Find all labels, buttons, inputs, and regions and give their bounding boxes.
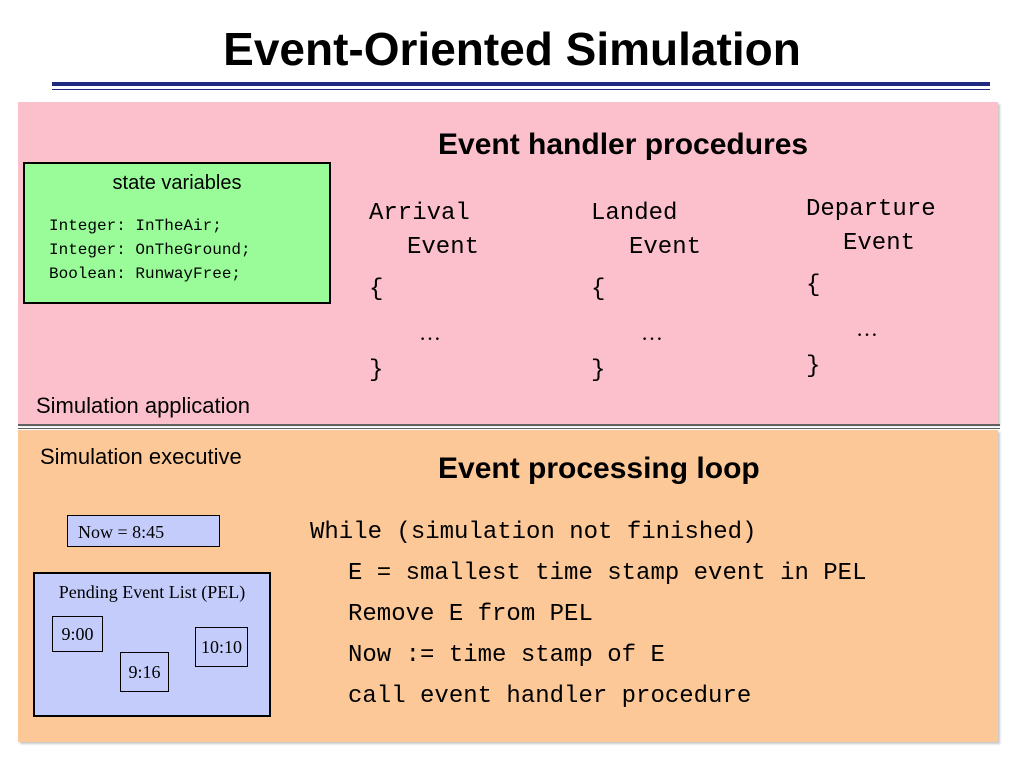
slide-title: Event-Oriented Simulation xyxy=(223,23,801,75)
state-variable-line: Integer: InTheAir; xyxy=(49,217,222,235)
pel-event: 10:10 xyxy=(195,627,248,667)
landed-body: … xyxy=(641,320,663,345)
state-variables-list: Integer: InTheAir; Integer: OnTheGround;… xyxy=(49,214,251,286)
loop-line: Remove E from PEL xyxy=(348,601,593,628)
arrival-body: … xyxy=(419,320,441,345)
loop-line: While (simulation not finished) xyxy=(310,519,757,546)
landed-open-brace: { xyxy=(591,276,606,303)
arrival-open-brace: { xyxy=(369,276,384,303)
simulation-executive-label: Simulation executive xyxy=(40,444,242,469)
state-variables-title: state variables xyxy=(112,172,242,194)
state-variables-box: state variables Integer: InTheAir; Integ… xyxy=(23,162,331,304)
event-handler-heading: Event handler procedures xyxy=(438,128,809,161)
arrival-handler-name: Arrival xyxy=(369,200,470,227)
loop-line: call event handler procedure xyxy=(348,683,752,710)
state-variable-line: Integer: OnTheGround; xyxy=(49,241,251,259)
pel-event: 9:00 xyxy=(52,616,103,652)
departure-body: … xyxy=(856,316,878,341)
title-underline-thin xyxy=(52,89,990,90)
landed-handler-event: Event xyxy=(629,234,702,261)
loop-line: E = smallest time stamp event in PEL xyxy=(348,560,867,587)
layer-divider xyxy=(18,424,1000,426)
landed-handler-name: Landed xyxy=(591,200,678,227)
event-processing-loop-heading: Event processing loop xyxy=(438,452,760,485)
state-variable-line: Boolean: RunwayFree; xyxy=(49,265,242,283)
landed-close-brace: } xyxy=(591,357,606,384)
departure-close-brace: } xyxy=(806,353,821,380)
event-loop-code: While (simulation not finished) E = smal… xyxy=(310,512,866,717)
now-clock-box: Now = 8:45 xyxy=(67,515,220,547)
pending-event-list-box: Pending Event List (PEL) 9:00 9:16 10:10 xyxy=(33,572,271,717)
layer-divider-thin xyxy=(18,428,1000,429)
pel-title: Pending Event List (PEL) xyxy=(58,582,246,602)
title-underline xyxy=(52,82,990,86)
arrival-close-brace: } xyxy=(369,357,384,384)
simulation-application-label: Simulation application xyxy=(36,393,251,418)
departure-handler-name: Departure xyxy=(806,196,936,223)
departure-handler-event: Event xyxy=(843,230,916,257)
loop-line: Now := time stamp of E xyxy=(348,642,665,669)
arrival-handler-event: Event xyxy=(407,234,480,261)
pel-event: 9:16 xyxy=(120,652,169,692)
departure-open-brace: { xyxy=(806,272,821,299)
